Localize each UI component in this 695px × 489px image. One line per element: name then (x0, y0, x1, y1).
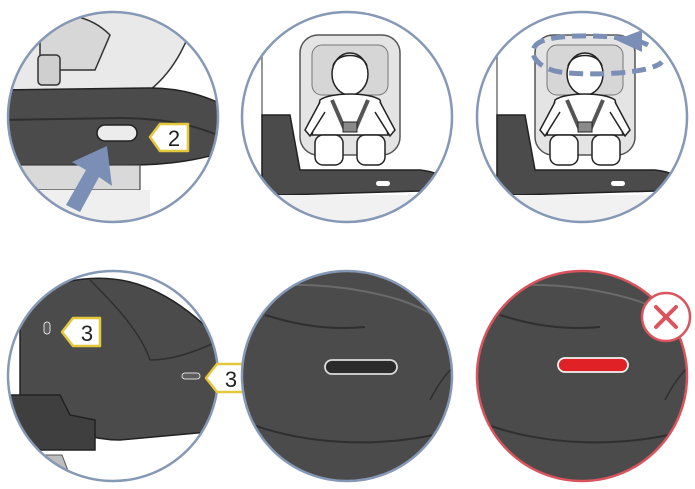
panel-step-rotate-seat (475, 10, 695, 225)
indicator-not-ok (558, 358, 628, 372)
callout-label: 3 (225, 367, 237, 392)
callout-label: 2 (168, 126, 180, 151)
side-indicator (44, 322, 50, 334)
release-button (97, 125, 137, 141)
indicator-ok (325, 360, 397, 374)
panel-step-press-release-button: 2 (0, 0, 230, 230)
panel-step-seat-child (240, 10, 462, 225)
callout-release-button: 2 (150, 124, 188, 151)
panel-step-indicator-not-ok (475, 270, 695, 485)
panel-step-check-indicators: 3 3 (0, 265, 244, 489)
callout-label: 3 (81, 321, 93, 346)
cross-icon (642, 293, 690, 341)
front-indicator (182, 373, 200, 379)
panel-step-indicator-ok (240, 270, 455, 485)
